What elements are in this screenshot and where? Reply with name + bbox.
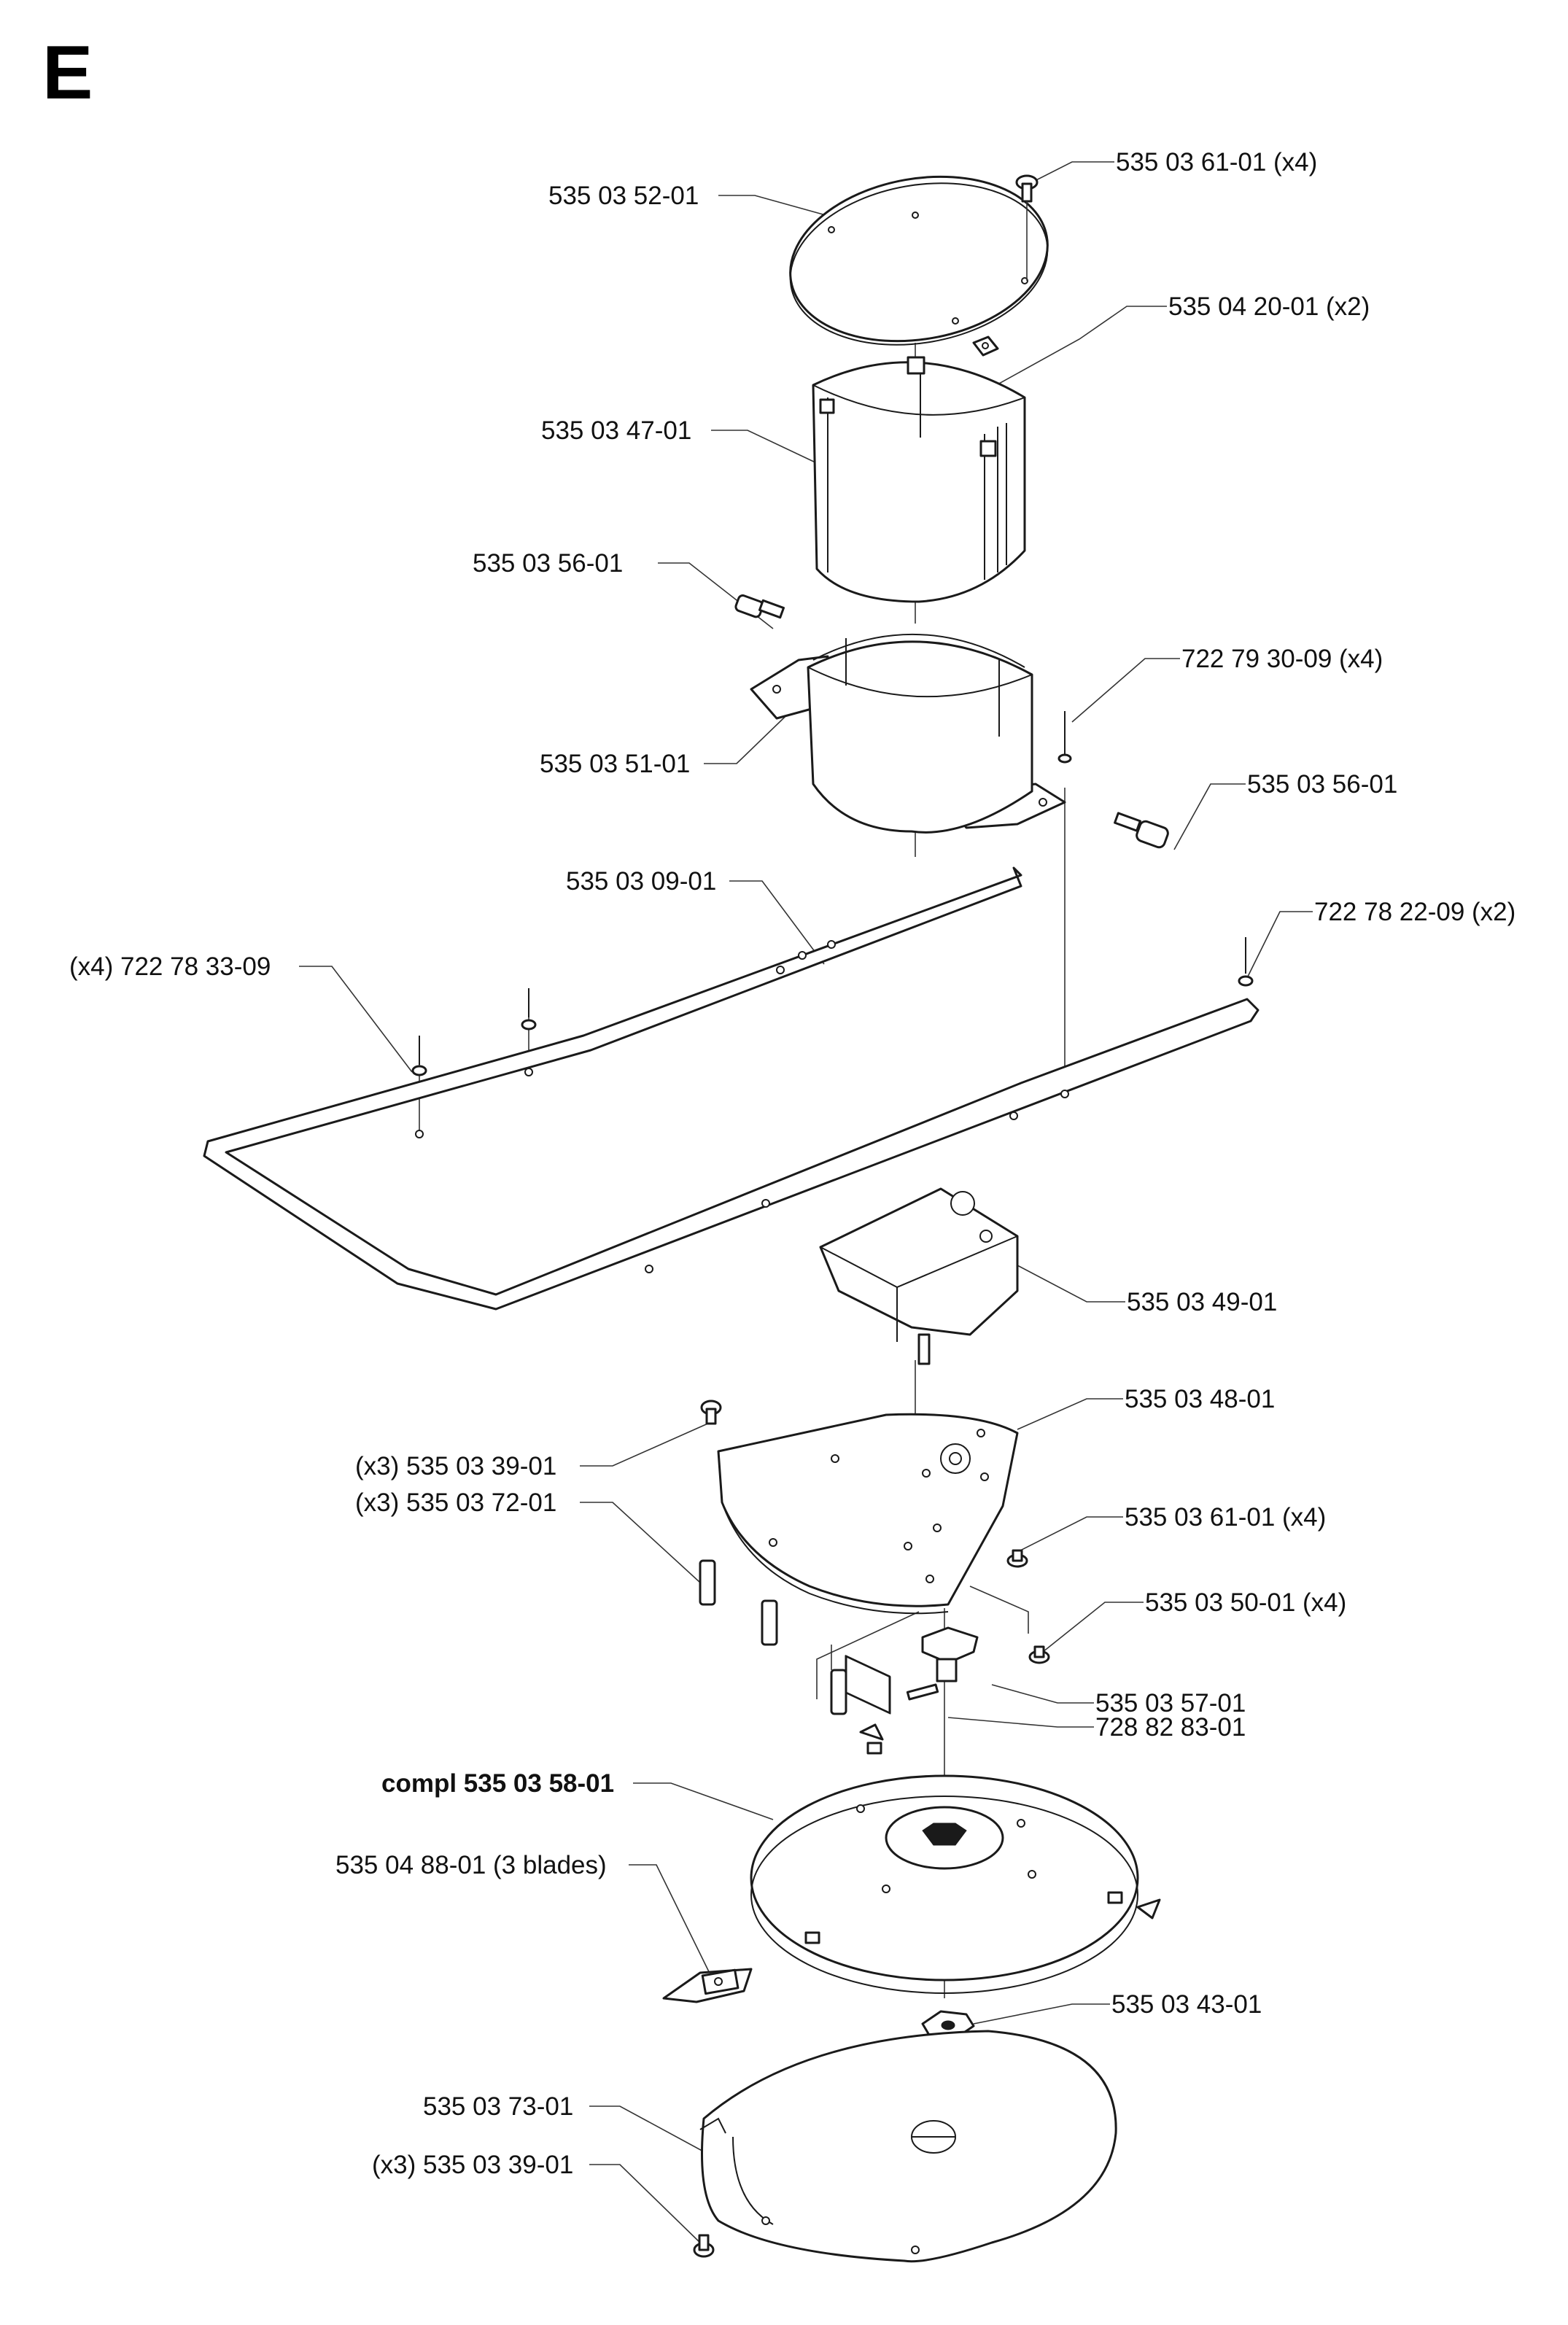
callout-hub-adapter: 535 03 57-01 [1095, 1689, 1246, 1717]
callout-plate-screw-right: 535 03 61-01 (x4) [1125, 1503, 1327, 1532]
callout-blades: 535 04 88-01 (3 blades) [335, 1851, 607, 1879]
callout-guard-disc: 535 03 73-01 [423, 2092, 574, 2121]
bottom-guard-disc [699, 2030, 1117, 2263]
callout-set-screw: 728 82 83-01 [1095, 1713, 1246, 1742]
section-letter: E [42, 31, 93, 115]
callout-rail-rivet-right: 722 78 22-09 (x2) [1314, 898, 1516, 926]
callout-plate-screw: (x3) 535 03 39-01 [355, 1452, 557, 1480]
bracket-rivets [1057, 711, 1072, 764]
motor-mount-bracket [750, 633, 1066, 834]
callout-mount-bracket: 535 03 51-01 [540, 750, 691, 778]
callout-bracket-rivet: 722 79 30-09 (x4) [1181, 645, 1383, 673]
motor-plate [717, 1413, 1019, 1615]
callout-housing-screw-right: 535 03 56-01 [1247, 770, 1398, 799]
callout-motor-unit: 535 03 49-01 [1127, 1288, 1278, 1316]
motor-housing [812, 356, 1026, 603]
blade [662, 1968, 753, 2003]
callout-plate-screw-lower: 535 03 50-01 (x4) [1145, 1588, 1347, 1617]
plate-screw [700, 1400, 722, 1425]
screw-top [1015, 174, 1039, 281]
callout-plate-spacer: (x3) 535 03 72-01 [355, 1488, 557, 1517]
screw-left-housing [734, 594, 785, 619]
guard-screw [693, 2234, 715, 2258]
callout-housing-screw-left: 535 03 56-01 [473, 549, 624, 578]
callout-top-cover: 535 03 52-01 [548, 182, 699, 210]
callout-top-screw: 535 03 61-01 (x4) [1116, 148, 1318, 176]
callout-square-nut: 535 04 20-01 (x2) [1168, 292, 1370, 321]
callout-hub-nut: 535 03 43-01 [1111, 1990, 1262, 2019]
square-nut [972, 335, 999, 357]
leader-lines [299, 161, 1313, 2247]
plate-spacers [699, 1559, 847, 1715]
top-cover-disc [789, 175, 1049, 346]
screw-right-housing [1114, 812, 1169, 849]
motor-unit [819, 1187, 1019, 1715]
bumper-rail [203, 866, 1260, 1311]
callout-guard-screw: (x3) 535 03 39-01 [372, 2151, 574, 2179]
callout-motor-housing: 535 03 47-01 [541, 416, 692, 445]
callout-bumper-rail: 535 03 09-01 [566, 867, 717, 896]
callout-rail-rivet-left: (x4) 722 78 33-09 [69, 952, 271, 981]
hub-adapter [906, 1626, 979, 1701]
cutting-disc [750, 1723, 1161, 1994]
rail-rivets [411, 937, 1254, 1076]
callout-cutting-disc: compl 535 03 58-01 [381, 1769, 615, 1798]
plate-screws-right [1006, 1549, 1050, 1664]
callout-motor-plate: 535 03 48-01 [1125, 1385, 1276, 1413]
